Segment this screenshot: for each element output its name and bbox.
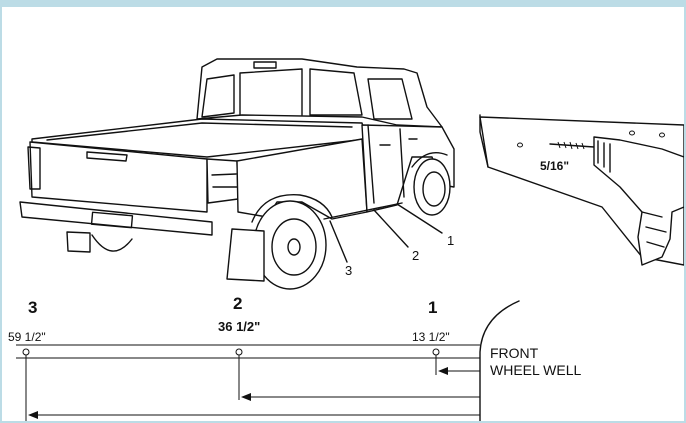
truck-callout-2: 2 [412, 248, 419, 263]
measurement-3-number: 3 [28, 298, 37, 317]
front-wheel-well-label-line2: WHEEL WELL [490, 362, 581, 378]
drill-illustration [479, 114, 684, 266]
measurement-2-number: 2 [233, 294, 242, 313]
measurement-2-distance: 36 1/2" [218, 319, 260, 334]
truck-callout-1: 1 [447, 233, 454, 248]
front-wheel-well-label-line1: FRONT [490, 345, 539, 361]
truck-callout-3: 3 [345, 263, 352, 278]
pickup-truck-illustration [19, 58, 455, 290]
measurement-3-distance: 59 1/2" [8, 330, 46, 344]
drill-bit-size: 5/16" [540, 159, 569, 173]
measurement-1-distance: 13 1/2" [412, 330, 450, 344]
diagram-canvas: 1 2 3 5/16" [8, 58, 684, 421]
measurement-1-number: 1 [428, 298, 437, 317]
measurement-diagram [16, 300, 520, 421]
